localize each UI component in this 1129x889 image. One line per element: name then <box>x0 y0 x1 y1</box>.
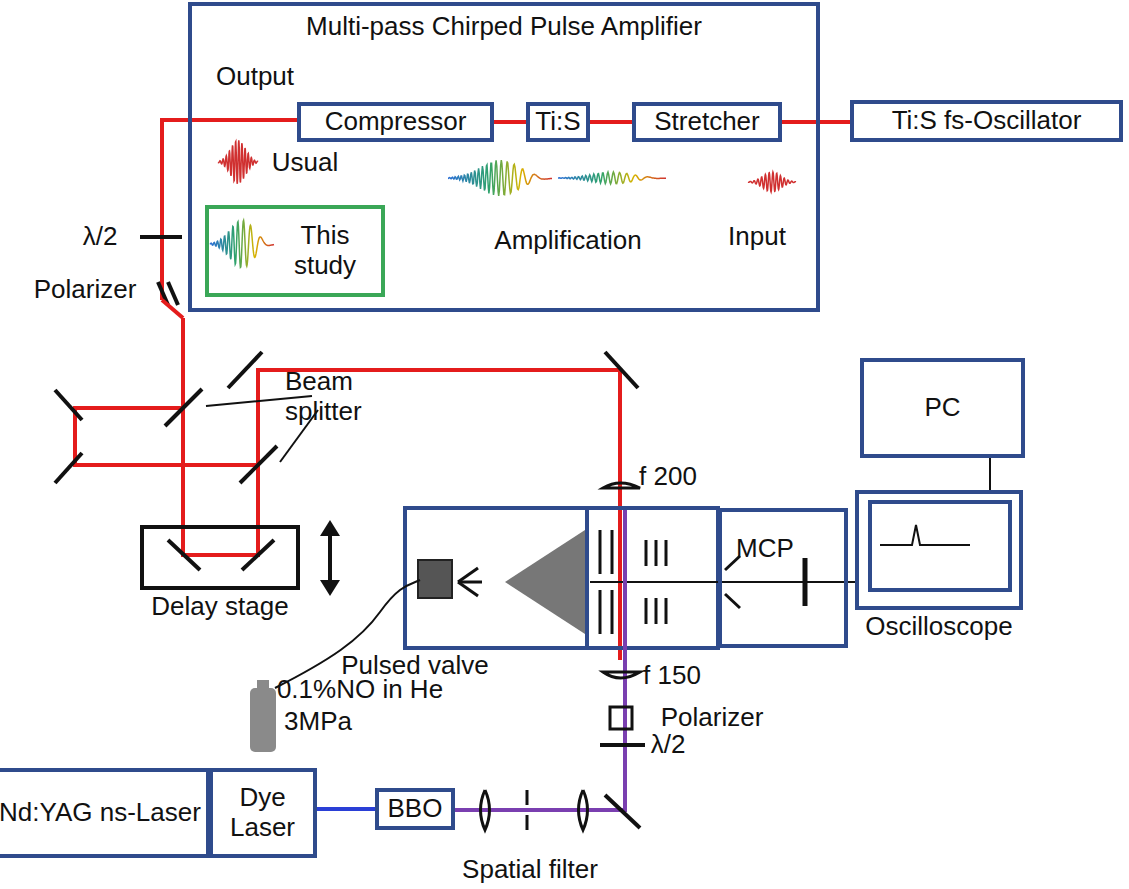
node-label: This study <box>275 221 375 281</box>
crystal-box: BBO <box>375 788 455 830</box>
oscillator-box: Ti:S fs-Oscillator <box>850 100 1123 142</box>
laser-box: Dye Laser <box>209 768 317 858</box>
part-label: λ/2 <box>83 222 118 252</box>
laser-box: Nd:YAG ns-Laser <box>0 768 210 858</box>
part-label: λ/2 <box>651 730 686 760</box>
node-label: Nd:YAG ns-Laser <box>0 798 201 828</box>
compressor-box: Compressor <box>297 102 494 142</box>
node-label: Delay stage <box>151 592 288 622</box>
highlight-box: This study <box>205 205 385 297</box>
beam-connector <box>590 122 632 123</box>
node-label: Ti:S <box>535 107 580 137</box>
detector-chamber-box: MCP <box>718 508 848 648</box>
crystal-box: Ti:S <box>526 102 590 142</box>
part-label: Usual <box>272 148 338 178</box>
part-label: Output <box>216 62 294 92</box>
part-label: 3MPa <box>284 707 352 737</box>
beam-connector <box>782 122 850 123</box>
node-label: Stretcher <box>654 107 760 137</box>
node-label: Multi-pass Chirped Pulse Amplifier <box>192 12 816 42</box>
node-label: MCP <box>736 534 794 564</box>
part-label: Spatial filter <box>462 855 598 885</box>
node-label: Ti:S fs-Oscillator <box>892 106 1082 136</box>
node-label: PC <box>924 393 960 423</box>
delay-stage-box: Delay stage <box>140 525 300 590</box>
part-label: f 200 <box>639 462 697 492</box>
part-label: Amplification <box>494 226 641 256</box>
oscilloscope-box: Oscilloscope <box>855 490 1023 610</box>
beam-connector <box>494 122 526 123</box>
node-label: Compressor <box>325 107 467 137</box>
pc-box: PC <box>860 358 1025 458</box>
part-label: Polarizer <box>34 275 137 305</box>
part-label: 0.1%NO in He <box>277 675 443 705</box>
part-label: Beam splitter <box>285 367 395 427</box>
beam-connector <box>990 458 991 490</box>
part-label: Input <box>728 222 786 252</box>
part-label: f 150 <box>643 661 701 691</box>
node-label: BBO <box>388 794 443 824</box>
beam-connector <box>317 809 376 810</box>
node-label: Oscilloscope <box>865 612 1012 642</box>
stretcher-box: Stretcher <box>632 102 782 142</box>
node-label: Dye Laser <box>218 783 308 843</box>
part-label: Polarizer <box>661 703 764 733</box>
